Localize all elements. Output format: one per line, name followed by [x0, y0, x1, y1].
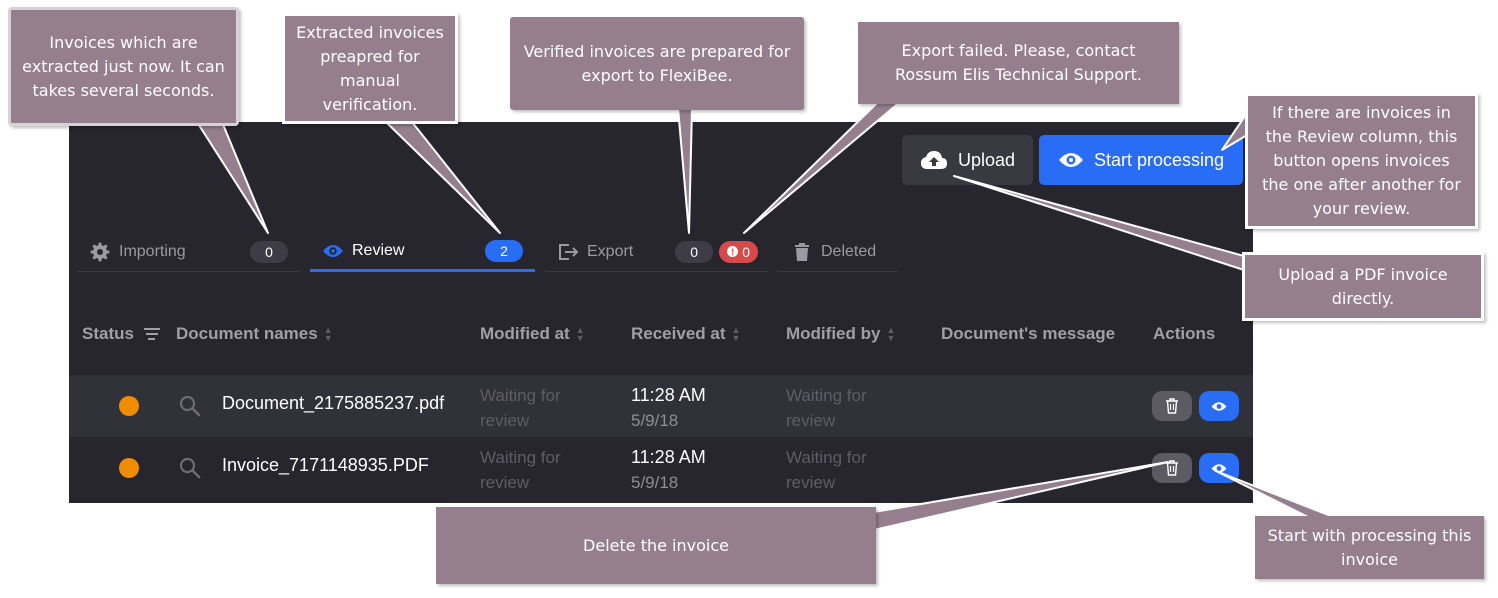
column-received-at[interactable]: Received at ▲▼: [631, 324, 740, 344]
callout-pointer: [873, 461, 1169, 531]
received-time: 11:28 AM: [631, 447, 706, 467]
alert-icon: !: [727, 246, 739, 257]
review-count-badge: 2: [485, 239, 523, 262]
export-icon: [557, 241, 579, 263]
start-processing-button[interactable]: Start processing: [1039, 135, 1243, 185]
tab-review[interactable]: Review 2: [310, 232, 535, 272]
document-name[interactable]: Document_2175885237.pdf: [222, 393, 445, 413]
modified-at-value: Waiting for review: [480, 386, 561, 430]
importing-count-badge: 0: [250, 240, 288, 263]
gear-icon: [89, 241, 111, 263]
modified-at-value: Waiting for review: [480, 448, 561, 492]
table-row[interactable]: Document_2175885237.pdf Waiting for revi…: [69, 375, 1253, 437]
eye-icon: [1058, 153, 1083, 167]
column-modified-by-label: Modified by: [786, 324, 881, 343]
upload-button[interactable]: Upload: [902, 135, 1033, 185]
export-error-badge: ! 0: [719, 240, 758, 263]
eye-icon: [1211, 463, 1227, 473]
export-count-badge: 0: [675, 240, 714, 263]
column-modified-at[interactable]: Modified at ▲▼: [480, 324, 585, 344]
trash-icon: [1166, 398, 1178, 414]
delete-button[interactable]: [1152, 453, 1192, 483]
status-indicator: [119, 396, 139, 416]
tab-deleted[interactable]: Deleted: [777, 232, 898, 272]
trash-icon: [791, 241, 813, 263]
callout-pointer: [385, 121, 501, 234]
filter-icon[interactable]: [143, 328, 160, 340]
column-status[interactable]: Status: [82, 324, 160, 344]
upload-label: Upload: [957, 149, 1016, 170]
received-date: 5/9/18: [631, 473, 679, 492]
callout-pointer: [953, 175, 1245, 271]
column-documents-message-label: Document's message: [941, 324, 1116, 343]
tab-deleted-label: Deleted: [821, 242, 877, 260]
received-time: 11:28 AM: [631, 385, 706, 405]
callout-export: Verified invoices are prepared for expor…: [510, 17, 804, 110]
callout-pointer: [677, 107, 693, 234]
modified-by-value: Waiting for review: [786, 448, 867, 492]
review-button[interactable]: [1199, 391, 1239, 421]
callout-export-failed: Export failed. Please, contact Rossum El…: [858, 22, 1179, 104]
column-documents-message: Document's message: [941, 324, 1115, 344]
modified-by-value: Waiting for review: [786, 386, 867, 430]
search-icon[interactable]: [178, 394, 202, 418]
cloud-upload-icon: [920, 151, 947, 169]
callout-pointer: [1221, 112, 1248, 151]
callout-start-one: Start with processing this invoice: [1255, 516, 1484, 579]
eye-icon: [1211, 401, 1227, 411]
trash-icon: [1166, 460, 1178, 476]
column-actions: Actions: [1153, 324, 1215, 344]
start-processing-label: Start processing: [1093, 149, 1225, 170]
column-modified-by[interactable]: Modified by ▲▼: [786, 324, 895, 344]
sort-icon[interactable]: ▲▼: [731, 325, 741, 343]
sort-icon[interactable]: ▲▼: [886, 325, 896, 343]
export-error-count: 0: [742, 243, 750, 260]
callout-start-processing: If there are invoices in the Review colu…: [1245, 93, 1478, 229]
delete-button[interactable]: [1152, 391, 1192, 421]
received-date: 5/9/18: [631, 411, 679, 430]
tab-export-label: Export: [587, 242, 634, 260]
document-name[interactable]: Invoice_7171148935.PDF: [222, 455, 429, 475]
callout-review: Extracted invoices preapred for manual v…: [282, 13, 458, 124]
eye-icon: [322, 240, 344, 262]
callout-upload: Upload a PDF invoice directly.: [1242, 252, 1484, 321]
sort-icon[interactable]: ▲▼: [575, 325, 585, 343]
invoice-app-panel: Upload Start processing Importing: [69, 122, 1253, 503]
callout-pointer: [1215, 470, 1337, 519]
callout-importing: Invoices which are extracted just now. I…: [8, 7, 239, 126]
column-status-label: Status: [82, 324, 134, 343]
column-document-names-label: Document names: [176, 324, 318, 343]
column-received-at-label: Received at: [631, 324, 726, 343]
callout-pointer: [743, 101, 901, 234]
column-modified-at-label: Modified at: [480, 324, 570, 343]
search-icon[interactable]: [178, 456, 202, 480]
callout-delete: Delete the invoice: [436, 507, 876, 584]
sort-icon[interactable]: ▲▼: [323, 325, 333, 343]
callout-pointer: [196, 121, 269, 234]
tab-importing-label: Importing: [119, 242, 186, 260]
tab-review-label: Review: [352, 241, 405, 259]
column-actions-label: Actions: [1153, 324, 1216, 343]
status-indicator: [119, 458, 139, 478]
tab-export[interactable]: Export 0 ! 0: [545, 232, 768, 272]
tab-importing[interactable]: Importing 0: [77, 232, 300, 272]
column-document-names[interactable]: Document names ▲▼: [176, 324, 333, 344]
